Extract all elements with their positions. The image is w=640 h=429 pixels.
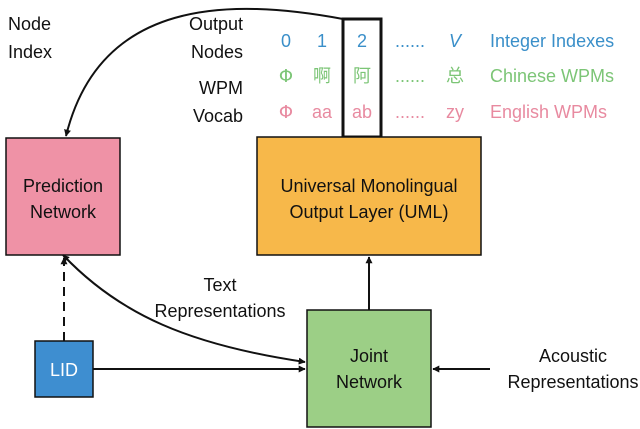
output-nodes-label-line2: Nodes	[191, 42, 243, 62]
english-wpms-legend: English WPMs	[490, 102, 607, 122]
chinese-wpm-1: 啊	[313, 66, 331, 87]
english-wpm-ellipsis: ......	[395, 102, 425, 122]
joint-network-label-line1: Joint	[350, 346, 388, 366]
chinese-wpm-last: 总	[446, 66, 464, 87]
node-index-feedback-arrow	[64, 7, 344, 137]
output-nodes-label-line1: Output	[189, 14, 243, 34]
chinese-wpm-2: 阿	[353, 66, 371, 87]
prediction-network-box	[5, 137, 121, 256]
text-representations-label-line1: Text	[203, 275, 236, 295]
node-index-label-line1: Node	[8, 14, 51, 34]
joint-network-label-line2: Network	[336, 372, 403, 392]
prediction-to-joint-arrow	[62, 254, 306, 365]
text-representations-label-line2: Representations	[154, 301, 285, 321]
english-wpm-row: Φ aa ab ...... zy English WPMs	[279, 102, 607, 123]
chinese-wpm-row: Φ 啊 阿 ...... 总 Chinese WPMs	[279, 66, 614, 87]
uml-label-line2: Output Layer (UML)	[289, 202, 448, 222]
integer-indexes-legend: Integer Indexes	[490, 31, 614, 51]
english-wpm-1: aa	[312, 102, 333, 122]
prediction-network-label-line1: Prediction	[23, 176, 103, 196]
chinese-wpms-legend: Chinese WPMs	[490, 66, 614, 86]
integer-index-v: V	[449, 31, 463, 51]
chinese-wpm-ellipsis: ......	[395, 66, 425, 86]
english-wpm-blank: Φ	[279, 102, 293, 123]
uml-box	[256, 136, 482, 256]
uml-label-line1: Universal Monolingual	[280, 176, 457, 196]
acoustic-representations-label-line2: Representations	[507, 372, 638, 392]
wpm-vocab-label-line2: Vocab	[193, 106, 243, 126]
node-index-label-line2: Index	[8, 42, 52, 62]
integer-index-1: 1	[317, 31, 327, 51]
acoustic-representations-label-line1: Acoustic	[539, 346, 607, 366]
joint-network-box	[306, 309, 432, 428]
integer-index-ellipsis: ......	[395, 31, 425, 51]
wpm-vocab-label-line1: WPM	[199, 78, 243, 98]
chinese-wpm-blank: Φ	[279, 66, 293, 87]
lid-label: LID	[50, 360, 78, 380]
english-wpm-2: ab	[352, 102, 372, 122]
prediction-network-label-line2: Network	[30, 202, 97, 222]
integer-index-row: 0 1 2 ...... V Integer Indexes	[281, 31, 614, 51]
integer-index-2: 2	[357, 31, 367, 51]
integer-index-0: 0	[281, 31, 291, 51]
english-wpm-last: zy	[446, 102, 464, 122]
